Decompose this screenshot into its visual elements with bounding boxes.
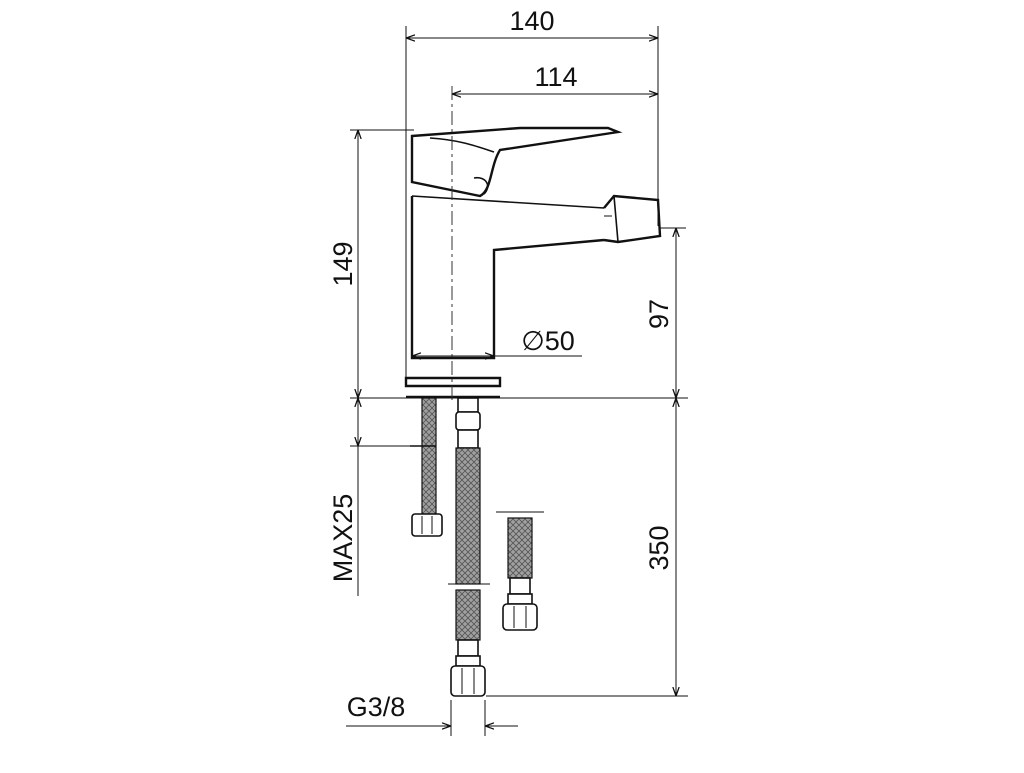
body-outline [410,196,605,360]
base-diameter-label: ∅50 [521,326,575,356]
spout-nozzle [603,194,662,244]
nozzle-ring [613,195,619,243]
hose2-braid [507,517,533,579]
lever-detail [429,137,495,153]
spout-height-label: 97 [644,299,674,329]
fixing-nut [411,513,443,537]
dimension-spout-reach: 114 [452,62,658,94]
hose-braid-upper [455,447,481,585]
under-counter-parts [410,397,544,697]
counter-thickness-label: MAX25 [328,494,358,583]
spout-reach-label: 114 [534,62,577,92]
dimension-overall-width: 140 [405,6,659,380]
hose2-collar [507,593,533,605]
lever-pivot [473,176,489,195]
lever-handle [410,126,623,198]
threaded-rod [421,397,437,517]
hose-length-label: 350 [644,525,674,570]
dimension-base-diameter: ∅50 [412,326,582,356]
hose-nut-bottom [450,665,486,697]
hose2-nut [502,603,538,631]
hose-ferrule-top [457,429,479,449]
dimension-overall-height: 149 [328,129,414,399]
dimension-hose-length: 350 [486,398,688,697]
base-plate [404,376,502,388]
dimension-spout-height: 97 [644,227,686,398]
overall-height-label: 149 [328,241,358,286]
hose-braid-lower [455,589,481,641]
hose-fitting-top [457,397,479,413]
dimension-counter-thickness: MAX25 [328,398,412,596]
dimension-connection-thread: G3/8 [346,692,518,736]
faucet-body [404,86,662,404]
hose2-ferrule [509,577,531,595]
hose-fitting-top-nut [455,411,481,431]
body-top-edge [411,195,605,209]
hose-ferrule-bottom [457,639,479,657]
overall-width-label: 140 [509,6,554,36]
connection-thread-label: G3/8 [347,692,406,722]
hose-collar-bottom [455,655,481,667]
